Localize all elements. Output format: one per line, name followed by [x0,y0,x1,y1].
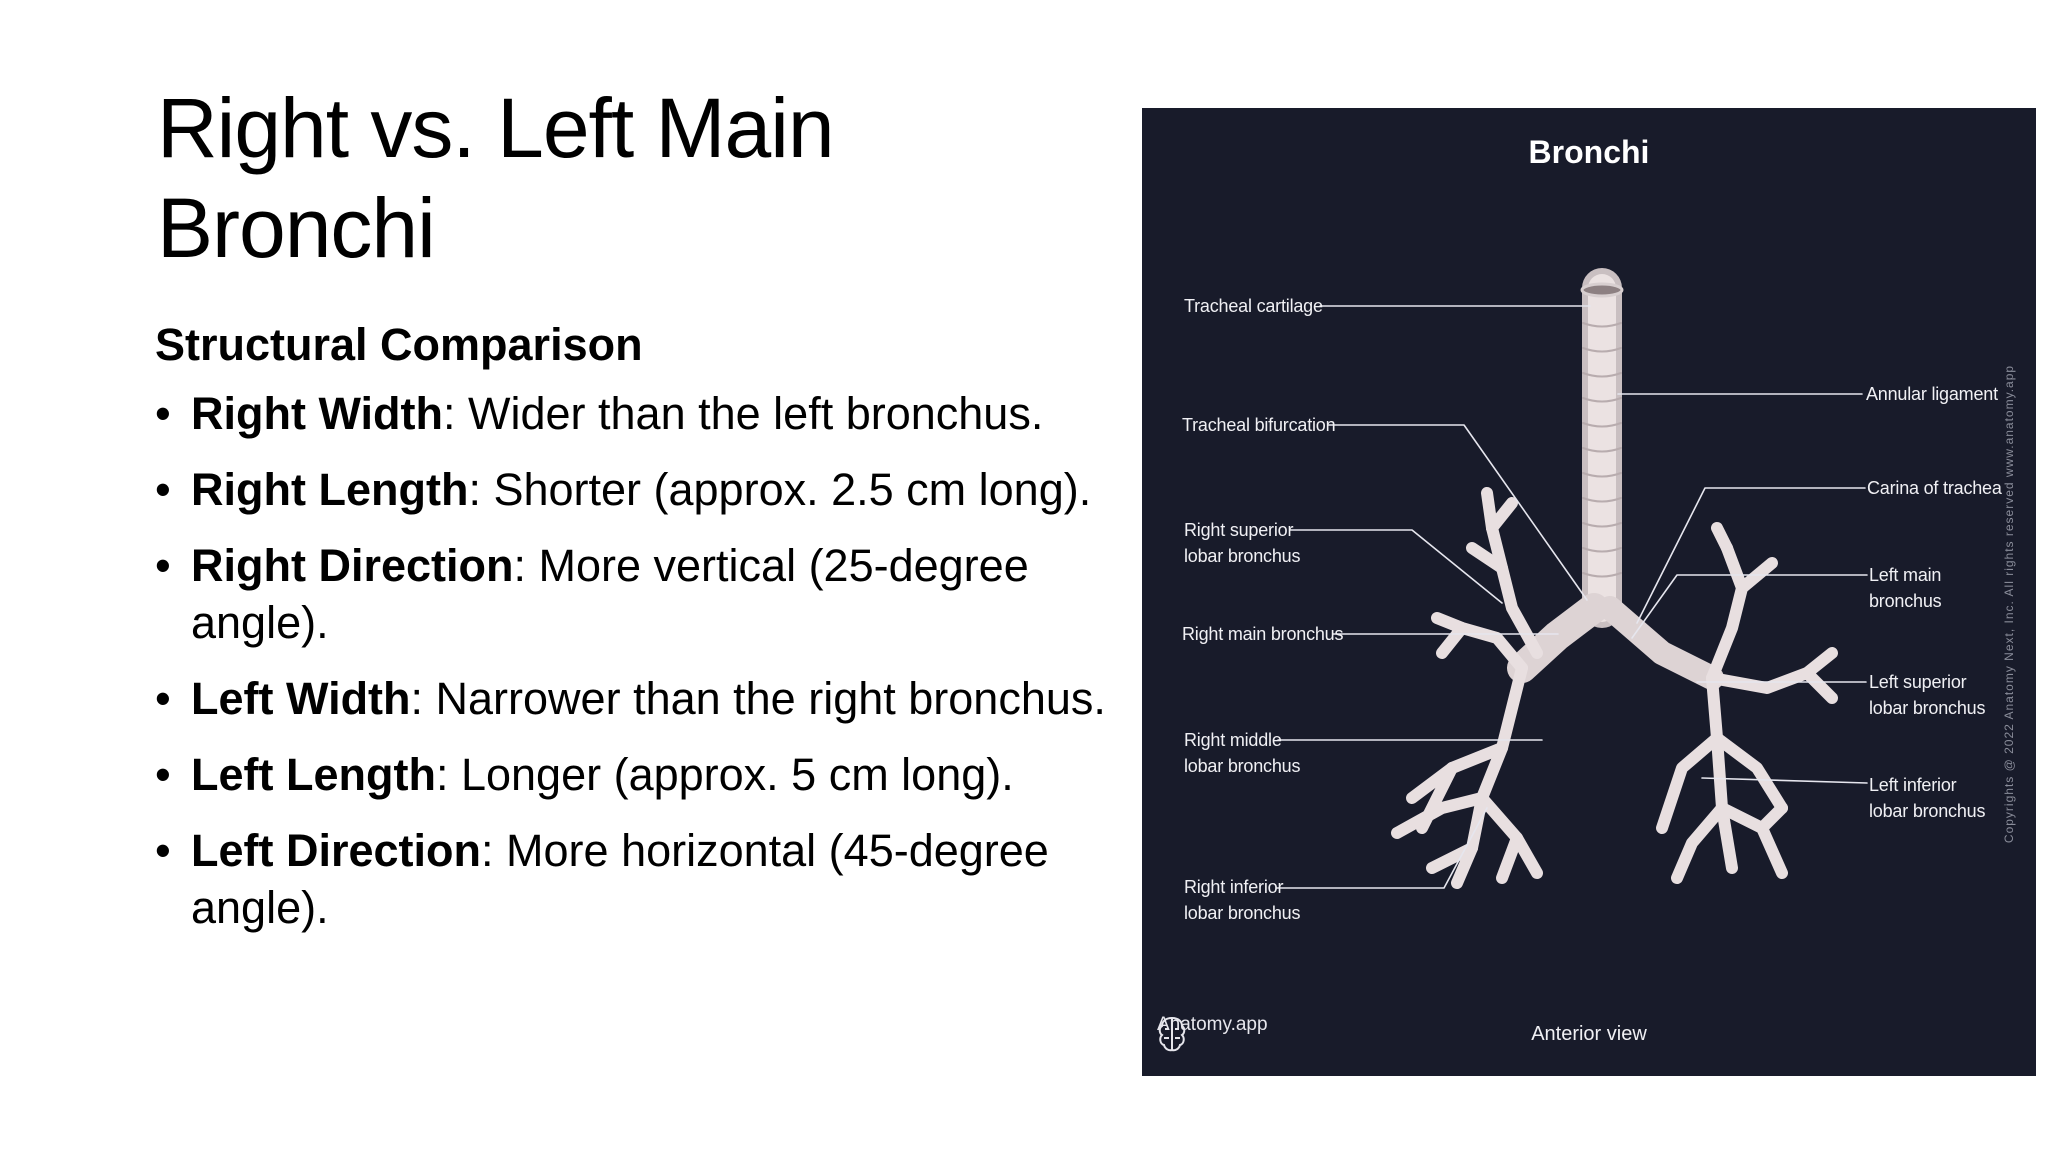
figure-title: Bronchi [1528,134,1650,170]
bullet-text: : More horizontal (45-degree angle). [191,825,1049,933]
label-right-superior-line2: lobar bronchus [1184,546,1301,566]
list-item: • Right Width: Wider than the left bronch… [155,385,1145,442]
bullet-text: : Longer (approx. 5 cm long). [435,749,1014,800]
bullet-term: Left Direction [191,825,482,876]
bullet-icon: • [155,825,171,876]
list-item: • Right Direction: More vertical (25-degr… [155,537,1145,651]
label-carina-of-trachea: Carina of trachea [1867,478,2002,498]
label-left-superior-line1: Left superior [1869,672,1967,692]
section-subtitle: Structural Comparison [155,319,643,370]
label-tracheal-cartilage: Tracheal cartilage [1184,296,1323,316]
copyright-notice: Copyrights @ 2022 Anatomy Next, Inc. All… [2002,364,2016,844]
list-item: • Left Width: Narrower than the right bro… [155,670,1145,727]
bullet-term: Left Length [191,749,436,800]
bullet-text: : Shorter (approx. 2.5 cm long). [468,464,1092,515]
bullet-list: • Right Width: Wider than the left bronch… [155,385,1145,955]
label-left-inferior-line1: Left inferior [1869,775,1957,795]
bullet-icon: • [155,464,171,515]
bullet-icon: • [155,388,171,439]
bronchi-figure: Bronchi Tracheal cartilage Tracheal bifu… [1142,108,2036,1076]
label-left-main-line1: Left main [1869,565,1942,585]
bullet-text: : Narrower than the right bronchus. [410,673,1106,724]
bullet-term: Right Length [191,464,469,515]
list-item: • Left Direction: More horizontal (45-deg… [155,822,1145,936]
label-right-inferior-line1: Right inferior [1184,877,1284,897]
bullet-icon: • [155,749,171,800]
slide-title: Right vs. Left Main Bronchi [157,81,835,275]
label-annular-ligament: Annular ligament [1866,384,1998,404]
bullet-term: Left Width [191,673,411,724]
label-tracheal-bifurcation: Tracheal bifurcation [1182,415,1336,435]
label-right-middle-line1: Right middle [1184,730,1282,750]
view-label: Anterior view [1531,1023,1647,1045]
bullet-icon: • [155,673,171,724]
label-right-main-bronchus: Right main bronchus [1182,624,1344,644]
bullet-term: Right Width [191,388,444,439]
label-left-superior-line2: lobar bronchus [1869,698,1986,718]
label-left-main-line2: bronchus [1869,591,1942,611]
bullet-text: : Wider than the left bronchus. [443,388,1044,439]
brain-icon [1158,1017,1186,1052]
list-item: • Right Length: Shorter (approx. 2.5 cm l… [155,461,1145,518]
label-right-middle-line2: lobar bronchus [1184,756,1301,776]
label-right-superior-line1: Right superior [1184,520,1294,540]
bronchial-tree-illustration [1276,268,1868,889]
bullet-text: : More vertical (25-degree angle). [191,540,1029,648]
label-left-inferior-line2: lobar bronchus [1869,801,1986,821]
brand-logo: Anatomy.app [1157,1014,1268,1052]
bullet-icon: • [155,540,171,591]
bullet-term: Right Direction [191,540,514,591]
list-item: • Left Length: Longer (approx. 5 cm long)… [155,746,1145,803]
label-right-inferior-line2: lobar bronchus [1184,903,1301,923]
